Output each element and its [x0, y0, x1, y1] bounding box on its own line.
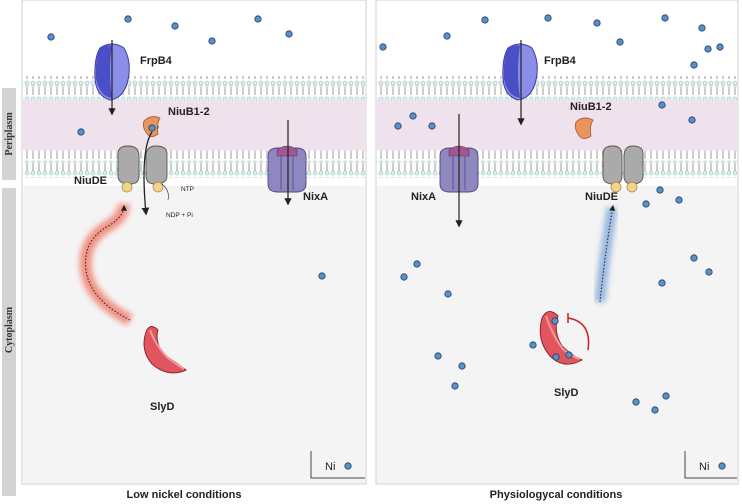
periplasm-space [23, 100, 365, 150]
nickel-ion [148, 124, 156, 132]
ntp-hydrolysis-curve [161, 183, 169, 201]
slyd-protein [143, 326, 187, 374]
nickel-ion [616, 38, 624, 46]
nickel-ion [444, 290, 452, 298]
legend-nickel: Ni [310, 451, 365, 479]
nickel-ion [77, 128, 85, 136]
nickel-ion [409, 112, 417, 120]
nickel-ion [529, 341, 537, 349]
niude-label: NiuDE [585, 191, 618, 203]
legend-text: Ni [325, 461, 335, 473]
cytoplasm-label: Cytoplasm [4, 306, 15, 353]
nickel-ion [208, 37, 216, 45]
nickel-ion [443, 32, 451, 40]
nixa-label: NixA [411, 191, 436, 203]
outer-membrane [23, 76, 365, 100]
nickel-ions [47, 15, 326, 280]
nickel-ion [704, 45, 712, 53]
nickel-ion [124, 15, 132, 23]
nickel-ion [379, 43, 387, 51]
nickel-ion [171, 22, 179, 30]
nickel-ion [481, 16, 489, 24]
slyd-label: SlyD [554, 387, 579, 399]
ntp-label: NTP [181, 186, 194, 193]
nickel-ion [716, 43, 724, 51]
niub-protein [574, 117, 594, 139]
nickel-ion [400, 273, 408, 281]
nickel-ion [47, 33, 55, 41]
nickel-ion [544, 14, 552, 22]
nixa-transporter [267, 120, 307, 206]
panel-physiological: FrpB4 NiuB1-2 NiuDE NixA [375, 0, 739, 485]
periplasm-label: Periplasm [4, 112, 15, 156]
niub-protein [142, 116, 161, 137]
side-bar-periplasm: Periplasm [2, 88, 16, 180]
niub-label: NiuB1-2 [570, 101, 612, 113]
niude-arrow [141, 131, 153, 216]
nixa-label: NixA [303, 191, 328, 203]
nickel-ion [642, 200, 650, 208]
legend-nickel-icon [344, 462, 352, 470]
panel-caption-low-nickel: Low nickel conditions [127, 489, 242, 501]
nickel-efflux-path [594, 204, 618, 303]
legend-text: Ni [699, 461, 709, 473]
frpb4-label: FrpB4 [140, 55, 173, 67]
slyd-label: SlyD [150, 401, 175, 413]
nickel-ion [565, 351, 573, 359]
niude-transporter [117, 131, 169, 216]
nickel-ion [632, 398, 640, 406]
nickel-ion [458, 362, 466, 370]
nickel-ion [688, 116, 696, 124]
nickel-ion [428, 122, 436, 130]
nickel-ion [690, 254, 698, 262]
inner-membrane-lower [377, 162, 737, 178]
periplasm-space [377, 100, 737, 150]
nickel-ion [690, 61, 698, 69]
nickel-ion [413, 260, 421, 268]
inner-membrane-upper [23, 150, 365, 162]
nickel-ion [394, 122, 402, 130]
nickel-ions [379, 14, 724, 414]
nickel-ion [285, 30, 293, 38]
nickel-ion [552, 353, 560, 361]
inhibition-arc [567, 317, 590, 351]
cytoplasm-area [23, 186, 365, 483]
nickel-ion [662, 392, 670, 400]
outer-membrane [377, 76, 737, 100]
legend-nickel: Ni [684, 451, 737, 479]
nickel-ion [593, 19, 601, 27]
side-bar-cytoplasm: Cytoplasm [2, 188, 16, 496]
niude-label: NiuDE [74, 175, 107, 187]
frpb4-label: FrpB4 [544, 55, 577, 67]
nickel-ion [656, 186, 664, 194]
periplasm-bar [2, 88, 16, 180]
frpb4-transporter [94, 40, 130, 116]
slyd-protein [529, 311, 590, 365]
nixa-transporter [439, 114, 479, 228]
panel-caption-physiological: Physiologycal conditions [490, 489, 623, 501]
legend-nickel-icon [718, 462, 726, 470]
nickel-ion [651, 406, 659, 414]
nickel-ion [705, 268, 713, 276]
niude-transporter [602, 145, 644, 193]
nickel-ion [254, 15, 262, 23]
nickel-ion [451, 382, 459, 390]
nickel-ion [658, 279, 666, 287]
nickel-ion [658, 101, 666, 109]
nickel-ion [551, 317, 559, 325]
nickel-ion [661, 14, 669, 22]
inner-membrane-upper [377, 150, 737, 162]
nickel-ion [698, 24, 706, 32]
niub-label: NiuB1-2 [168, 106, 210, 118]
ndp-label: NDP + Pi [166, 212, 193, 219]
nickel-ion [434, 352, 442, 360]
nickel-ion [318, 272, 326, 280]
nickel-ion [675, 196, 683, 204]
frpb4-transporter [502, 40, 538, 126]
cytoplasm-bar [2, 188, 16, 496]
nickel-flux-path [79, 203, 133, 326]
panel-low-nickel: FrpB4 NiuB1-2 NiuDE NTP NDP + Pi NixA [21, 0, 367, 485]
